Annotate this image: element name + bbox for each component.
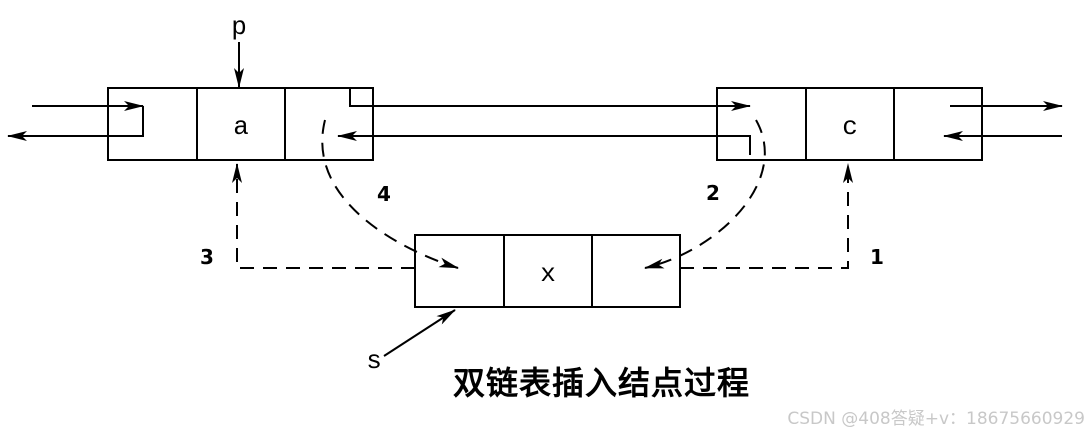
node-x: x [414, 234, 681, 308]
step-4-arrow [321, 119, 459, 269]
step-1-arrow [680, 163, 853, 269]
step-3-arrow [232, 163, 415, 269]
pointer-p-label: p [231, 12, 247, 42]
node-a-label: a [233, 112, 249, 142]
pointer-s-label: s [366, 346, 382, 376]
c-prior-to-a-arrow [337, 131, 751, 155]
pointer-s-arrow [383, 309, 456, 357]
node-a: a [107, 87, 374, 161]
node-c-label: c [842, 112, 858, 142]
node-a-box [107, 87, 374, 161]
step-2-arrow [644, 119, 766, 269]
step-3-label: 3 [200, 245, 214, 269]
node-c: c [716, 87, 983, 161]
watermark-text: CSDN @408答疑+v：18675660929 [787, 409, 1085, 429]
node-c-box [716, 87, 983, 161]
step-4-label: 4 [377, 182, 391, 206]
node-x-box [414, 234, 681, 308]
step-1-label: 1 [870, 245, 884, 269]
a-next-to-c-arrow [349, 88, 751, 111]
step-2-label: 2 [706, 181, 720, 205]
left-outgoing-arrow [7, 106, 144, 141]
diagram-caption: 双链表插入结点过程 [453, 364, 751, 402]
node-x-label: x [540, 259, 556, 289]
